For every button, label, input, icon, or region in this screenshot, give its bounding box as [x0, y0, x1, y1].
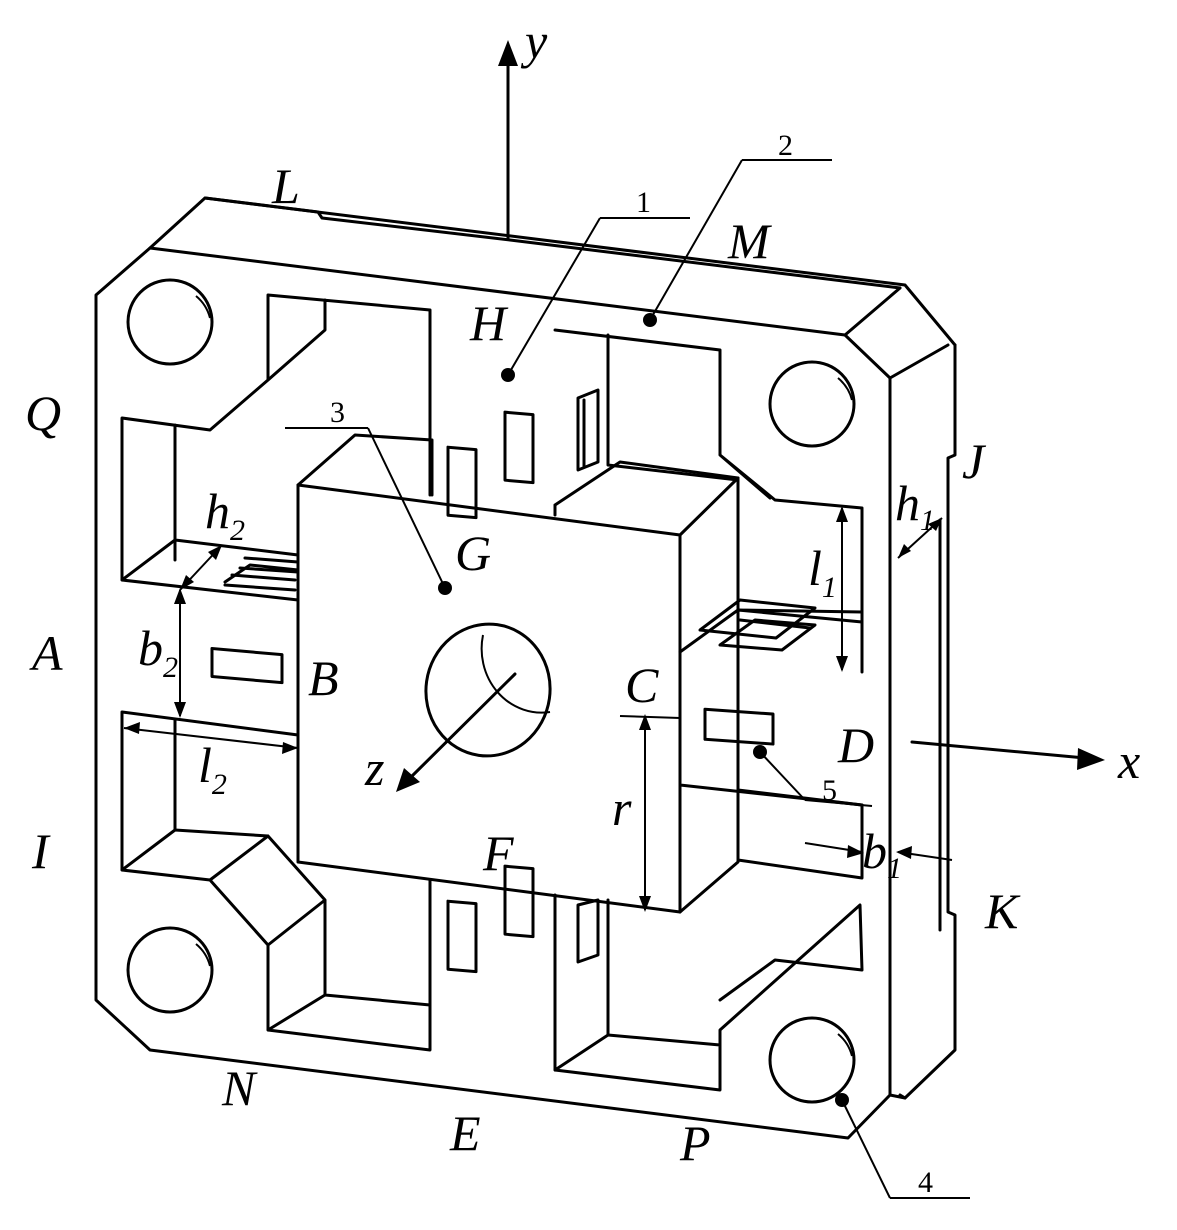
bolt-hole-top-right	[768, 360, 856, 448]
piezo-strip-h-side	[576, 388, 600, 472]
callout-4-number: 4	[918, 1166, 933, 1199]
bolt-hole-bottom-left	[126, 926, 214, 1014]
z-axis	[406, 672, 517, 782]
label-D: D	[837, 717, 874, 773]
cavity-lower-left	[120, 710, 432, 1052]
callout-2-dot	[643, 313, 657, 327]
center-platform-right-side	[678, 476, 740, 914]
label-H: H	[469, 295, 509, 351]
callout-4-leader	[841, 1099, 891, 1199]
dim-label-h1: h1	[895, 475, 935, 537]
label-I: I	[31, 823, 51, 879]
label-z: z	[364, 740, 384, 796]
dim-label-l2: l2	[198, 737, 227, 801]
callout-5-dot	[753, 745, 767, 759]
callout-1-leader	[507, 217, 601, 376]
callout-4-dot	[835, 1093, 849, 1107]
dim-label-b1: b1	[862, 823, 902, 885]
callout-5-number: 5	[822, 774, 837, 807]
callout-3-number: 3	[330, 396, 345, 429]
bolt-hole-bottom-right	[768, 1016, 856, 1104]
dim-label-l1: l1	[808, 540, 837, 604]
piezo-strip-h1	[446, 445, 478, 520]
frame-top-chamfer	[843, 286, 950, 380]
dim-label-h2: h2	[205, 483, 245, 547]
callout-1-number: 1	[636, 186, 651, 219]
callout-2-leader	[649, 159, 743, 321]
cavity-upper-right	[553, 328, 864, 674]
sensor-pad-left	[210, 647, 284, 685]
bolt-hole-top-left	[126, 278, 214, 366]
label-B: B	[308, 650, 339, 706]
callout-1-dot	[501, 368, 515, 382]
label-G: G	[455, 525, 491, 581]
piezo-strip-h2	[503, 410, 535, 485]
callout-2-number: 2	[778, 129, 793, 162]
label-Q: Q	[25, 385, 61, 441]
label-C: C	[625, 657, 659, 713]
label-y: y	[520, 13, 548, 69]
piezo-strips-left	[223, 556, 300, 592]
callout-5-leader	[759, 751, 806, 801]
label-x: x	[1117, 733, 1140, 789]
frame-top-face	[148, 196, 957, 347]
dim-label-b2: b2	[138, 620, 178, 684]
frame-front-outline	[94, 246, 892, 1140]
center-hole	[424, 622, 552, 758]
dim-label-r: r	[612, 780, 632, 836]
label-M: M	[727, 213, 772, 269]
piezo-strip-f-side	[576, 898, 600, 964]
frame-right-face	[888, 343, 957, 1100]
label-N: N	[221, 1060, 258, 1116]
cavity-lower-right	[553, 788, 864, 1092]
dim-l2-line	[123, 727, 299, 749]
frame-top-notch	[203, 196, 902, 290]
y-axis-arrowhead	[498, 40, 518, 66]
piezo-strip-f2	[503, 864, 535, 939]
piezo-strip-f1	[446, 899, 478, 974]
label-A: A	[29, 625, 63, 681]
label-F: F	[482, 825, 514, 881]
label-P: P	[679, 1115, 711, 1171]
callout-3-leader	[367, 427, 446, 589]
piezo-strips-right	[698, 598, 817, 652]
x-axis	[910, 740, 1087, 760]
label-J: J	[962, 433, 987, 489]
label-E: E	[449, 1105, 481, 1161]
z-axis-arrowhead	[396, 768, 420, 792]
x-axis-arrowhead	[1077, 748, 1105, 770]
center-platform-top	[296, 433, 740, 537]
label-K: K	[984, 883, 1021, 939]
cavity-upper-left	[120, 293, 432, 602]
label-L: L	[271, 158, 300, 214]
frame-right-inner-edge	[898, 518, 942, 1100]
callout-3-dot	[438, 581, 452, 595]
